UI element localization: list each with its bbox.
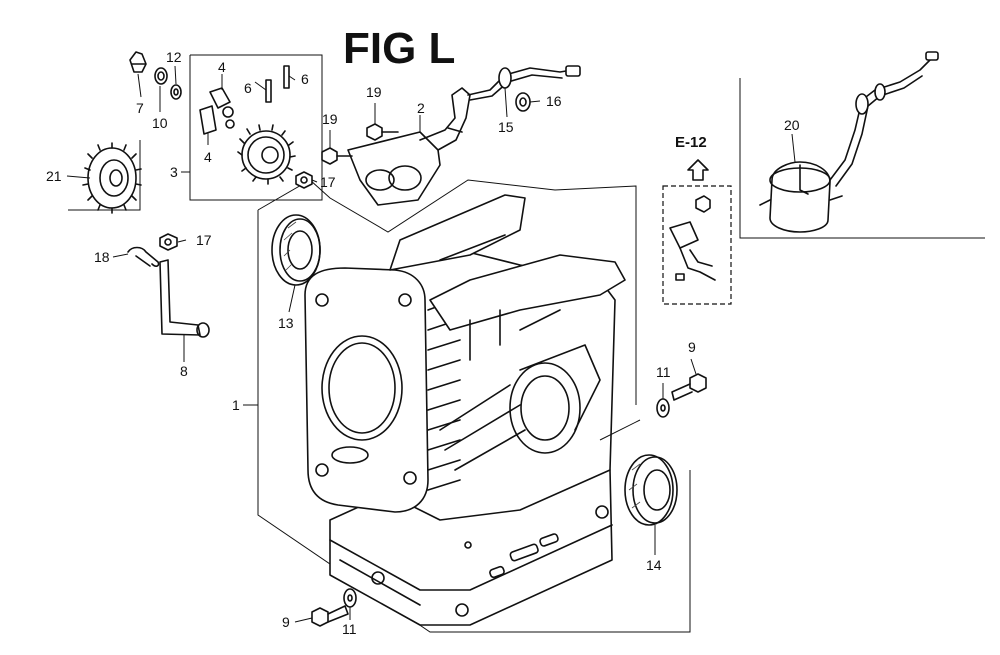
bearing-part	[271, 214, 321, 286]
wire-part-15	[467, 65, 581, 101]
callout-13: 13	[278, 315, 294, 331]
nut-part-17-left	[159, 233, 178, 251]
crankcase-group-frame	[257, 179, 691, 633]
oil-seal-part	[624, 454, 678, 526]
bolt-part-9-bottom	[311, 605, 349, 627]
pipe-part-8	[159, 259, 210, 338]
washer-part-10	[154, 67, 168, 85]
reference-label: E-12	[675, 134, 707, 151]
callout-4-lower: 4	[204, 149, 212, 165]
callout-12: 12	[166, 49, 182, 65]
callout-15: 15	[498, 119, 514, 135]
callout-3: 3	[170, 164, 178, 180]
callout-20: 20	[784, 117, 800, 133]
clip-part-18	[127, 246, 160, 267]
pins-part	[265, 65, 290, 103]
callout-10: 10	[152, 115, 168, 131]
callout-4-upper: 4	[218, 59, 226, 75]
e12-switch-part	[669, 195, 716, 281]
callout-6-right: 6	[301, 71, 309, 87]
callout-19-upper: 19	[366, 84, 382, 100]
callout-21: 21	[46, 168, 62, 184]
gear-part-21	[82, 142, 142, 214]
oil-pump-gear	[237, 124, 296, 185]
figure-title: FIG L	[343, 24, 455, 73]
crankcase	[304, 194, 626, 626]
callout-9-right: 9	[688, 339, 696, 355]
oil-sensor-part-20	[759, 51, 939, 233]
leader-lines	[66, 65, 796, 623]
nut-part-17-upper	[295, 171, 313, 189]
e12-arrow-icon	[687, 159, 709, 181]
callout-7: 7	[136, 100, 144, 116]
washer-part-11-bottom	[343, 588, 357, 608]
callout-18: 18	[94, 249, 110, 265]
bolt-part-9-right	[671, 373, 707, 401]
oil-filler-part-2	[347, 87, 471, 206]
bolt-part-7	[129, 51, 147, 73]
callout-17-upper: 17	[320, 174, 336, 190]
oil-pump-group-frame	[189, 54, 323, 201]
callout-11-right: 11	[656, 364, 671, 380]
washer-part-11-right	[656, 398, 670, 418]
bolt-part-19-upper	[366, 123, 399, 141]
pump-cam-parts	[199, 87, 235, 135]
callout-16: 16	[546, 93, 562, 109]
oil-sensor-group-frame	[739, 78, 985, 239]
callout-17-left: 17	[196, 232, 212, 248]
callout-6-left: 6	[244, 80, 252, 96]
grommet-part-16	[515, 92, 531, 112]
callout-labels: 1 2 3 4 4 6 6 7 8 9 9 10 11 11 12 13 14 …	[46, 49, 800, 637]
callout-1: 1	[232, 397, 240, 413]
washer-part-12	[170, 84, 182, 100]
callout-11-bottom: 11	[342, 621, 357, 637]
callout-2: 2	[417, 100, 425, 116]
callout-8: 8	[180, 363, 188, 379]
callout-19-lower: 19	[322, 111, 338, 127]
e12-dashed-box	[662, 185, 732, 305]
gear-group-frame	[68, 140, 141, 211]
callout-14: 14	[646, 557, 662, 573]
callout-9-bottom: 9	[282, 614, 290, 630]
